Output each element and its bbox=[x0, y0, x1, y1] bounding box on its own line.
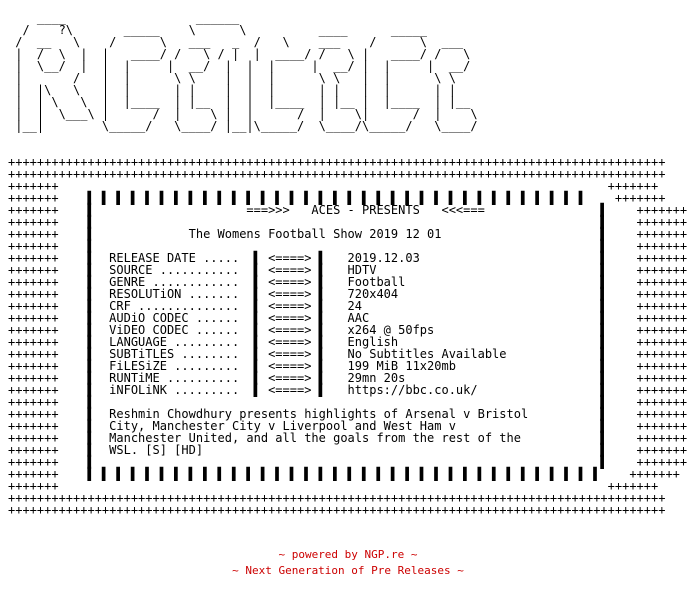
nfo-ascii-art: ____ ______ / ?\ _____ \ \ ____ _____ / … bbox=[8, 11, 688, 517]
powered-by-footer: ~ powered by NGP.re ~ bbox=[278, 548, 418, 561]
tagline-footer: ~ Next Generation of Pre Releases ~ bbox=[232, 564, 464, 577]
